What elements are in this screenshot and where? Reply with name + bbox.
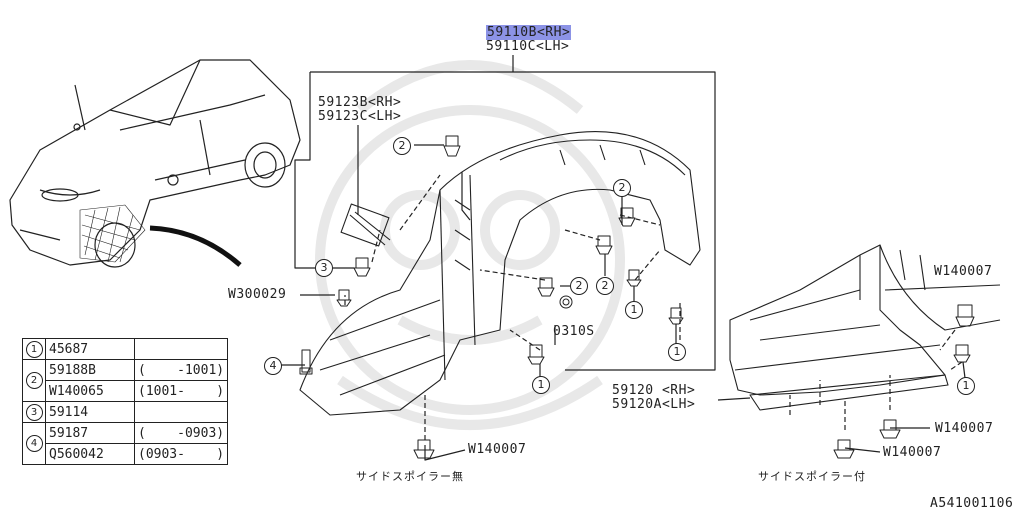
legend-range — [133, 338, 229, 360]
legend-row[interactable]: Q560042 (0903- ) — [23, 443, 229, 465]
main-part-rh-label[interactable]: 59110B<RH> — [486, 25, 572, 40]
marker-2[interactable]: 2 — [596, 277, 614, 295]
vehicle-outline — [9, 59, 301, 268]
w140007-left-label[interactable]: W140007 — [468, 442, 527, 457]
legend-index: 1 — [25, 340, 43, 358]
caption-with-spoiler: サイドスポイラー付 — [758, 470, 866, 483]
marker-4[interactable]: 4 — [264, 357, 282, 375]
marker-2[interactable]: 2 — [570, 277, 588, 295]
legend-part: W140065 — [45, 380, 135, 402]
legend-index: 4 — [25, 435, 43, 452]
legend-part: 59188B — [45, 359, 135, 381]
legend-index: 2 — [25, 372, 43, 389]
legend-part: 59114 — [45, 401, 135, 423]
w140007-right-top-label[interactable]: W140007 — [934, 264, 993, 279]
legend-row[interactable]: 3 59114 — [22, 401, 229, 423]
parts-legend-table: 1 45687 2 59188B ( -1001) W140065 (1001-… — [22, 338, 229, 465]
fender-liner — [299, 130, 701, 416]
w140007-right-mid-label[interactable]: W140007 — [935, 421, 994, 436]
marker-1[interactable]: 1 — [532, 376, 550, 394]
marker-1[interactable]: 1 — [957, 377, 975, 395]
legend-range — [133, 401, 229, 423]
vehicle-liner-highlight — [79, 204, 146, 263]
under-cover-panel — [729, 244, 1001, 411]
marker-1[interactable]: 1 — [668, 343, 686, 361]
legend-index: 3 — [25, 403, 43, 421]
legend-row[interactable]: 2 59188B ( -1001) — [22, 359, 229, 402]
legend-row[interactable]: W140065 (1001- ) — [23, 380, 229, 402]
main-part-lh-label[interactable]: 59110C<LH> — [486, 39, 570, 54]
figure-id: A541001106 — [930, 496, 1014, 511]
marker-1[interactable]: 1 — [625, 301, 643, 319]
caption-without-spoiler: サイドスポイラー無 — [356, 470, 464, 483]
legend-row[interactable]: 1 45687 — [22, 338, 229, 360]
legend-row[interactable]: 4 59187 ( -0903) — [22, 422, 229, 465]
legend-range: (1001- ) — [133, 380, 229, 402]
cover-lh-label[interactable]: 59120A<LH> — [612, 397, 696, 412]
p0310s-label[interactable]: 0310S — [553, 324, 595, 339]
deflector-lh-label[interactable]: 59123C<LH> — [318, 109, 402, 124]
legend-range: ( -1001) — [133, 359, 229, 381]
cover-rh-label[interactable]: 59120 <RH> — [612, 383, 696, 398]
legend-part: 59187 — [45, 422, 135, 444]
legend-part: Q560042 — [45, 443, 135, 465]
marker-2[interactable]: 2 — [613, 179, 631, 197]
legend-part: 45687 — [45, 338, 135, 360]
marker-3[interactable]: 3 — [315, 259, 333, 277]
marker-2[interactable]: 2 — [393, 137, 411, 155]
w300029-label[interactable]: W300029 — [228, 287, 287, 302]
legend-range: (0903- ) — [133, 443, 229, 465]
w140007-right-bot-label[interactable]: W140007 — [883, 445, 942, 460]
deflector-rh-label[interactable]: 59123B<RH> — [318, 95, 402, 110]
legend-range: ( -0903) — [133, 422, 229, 444]
